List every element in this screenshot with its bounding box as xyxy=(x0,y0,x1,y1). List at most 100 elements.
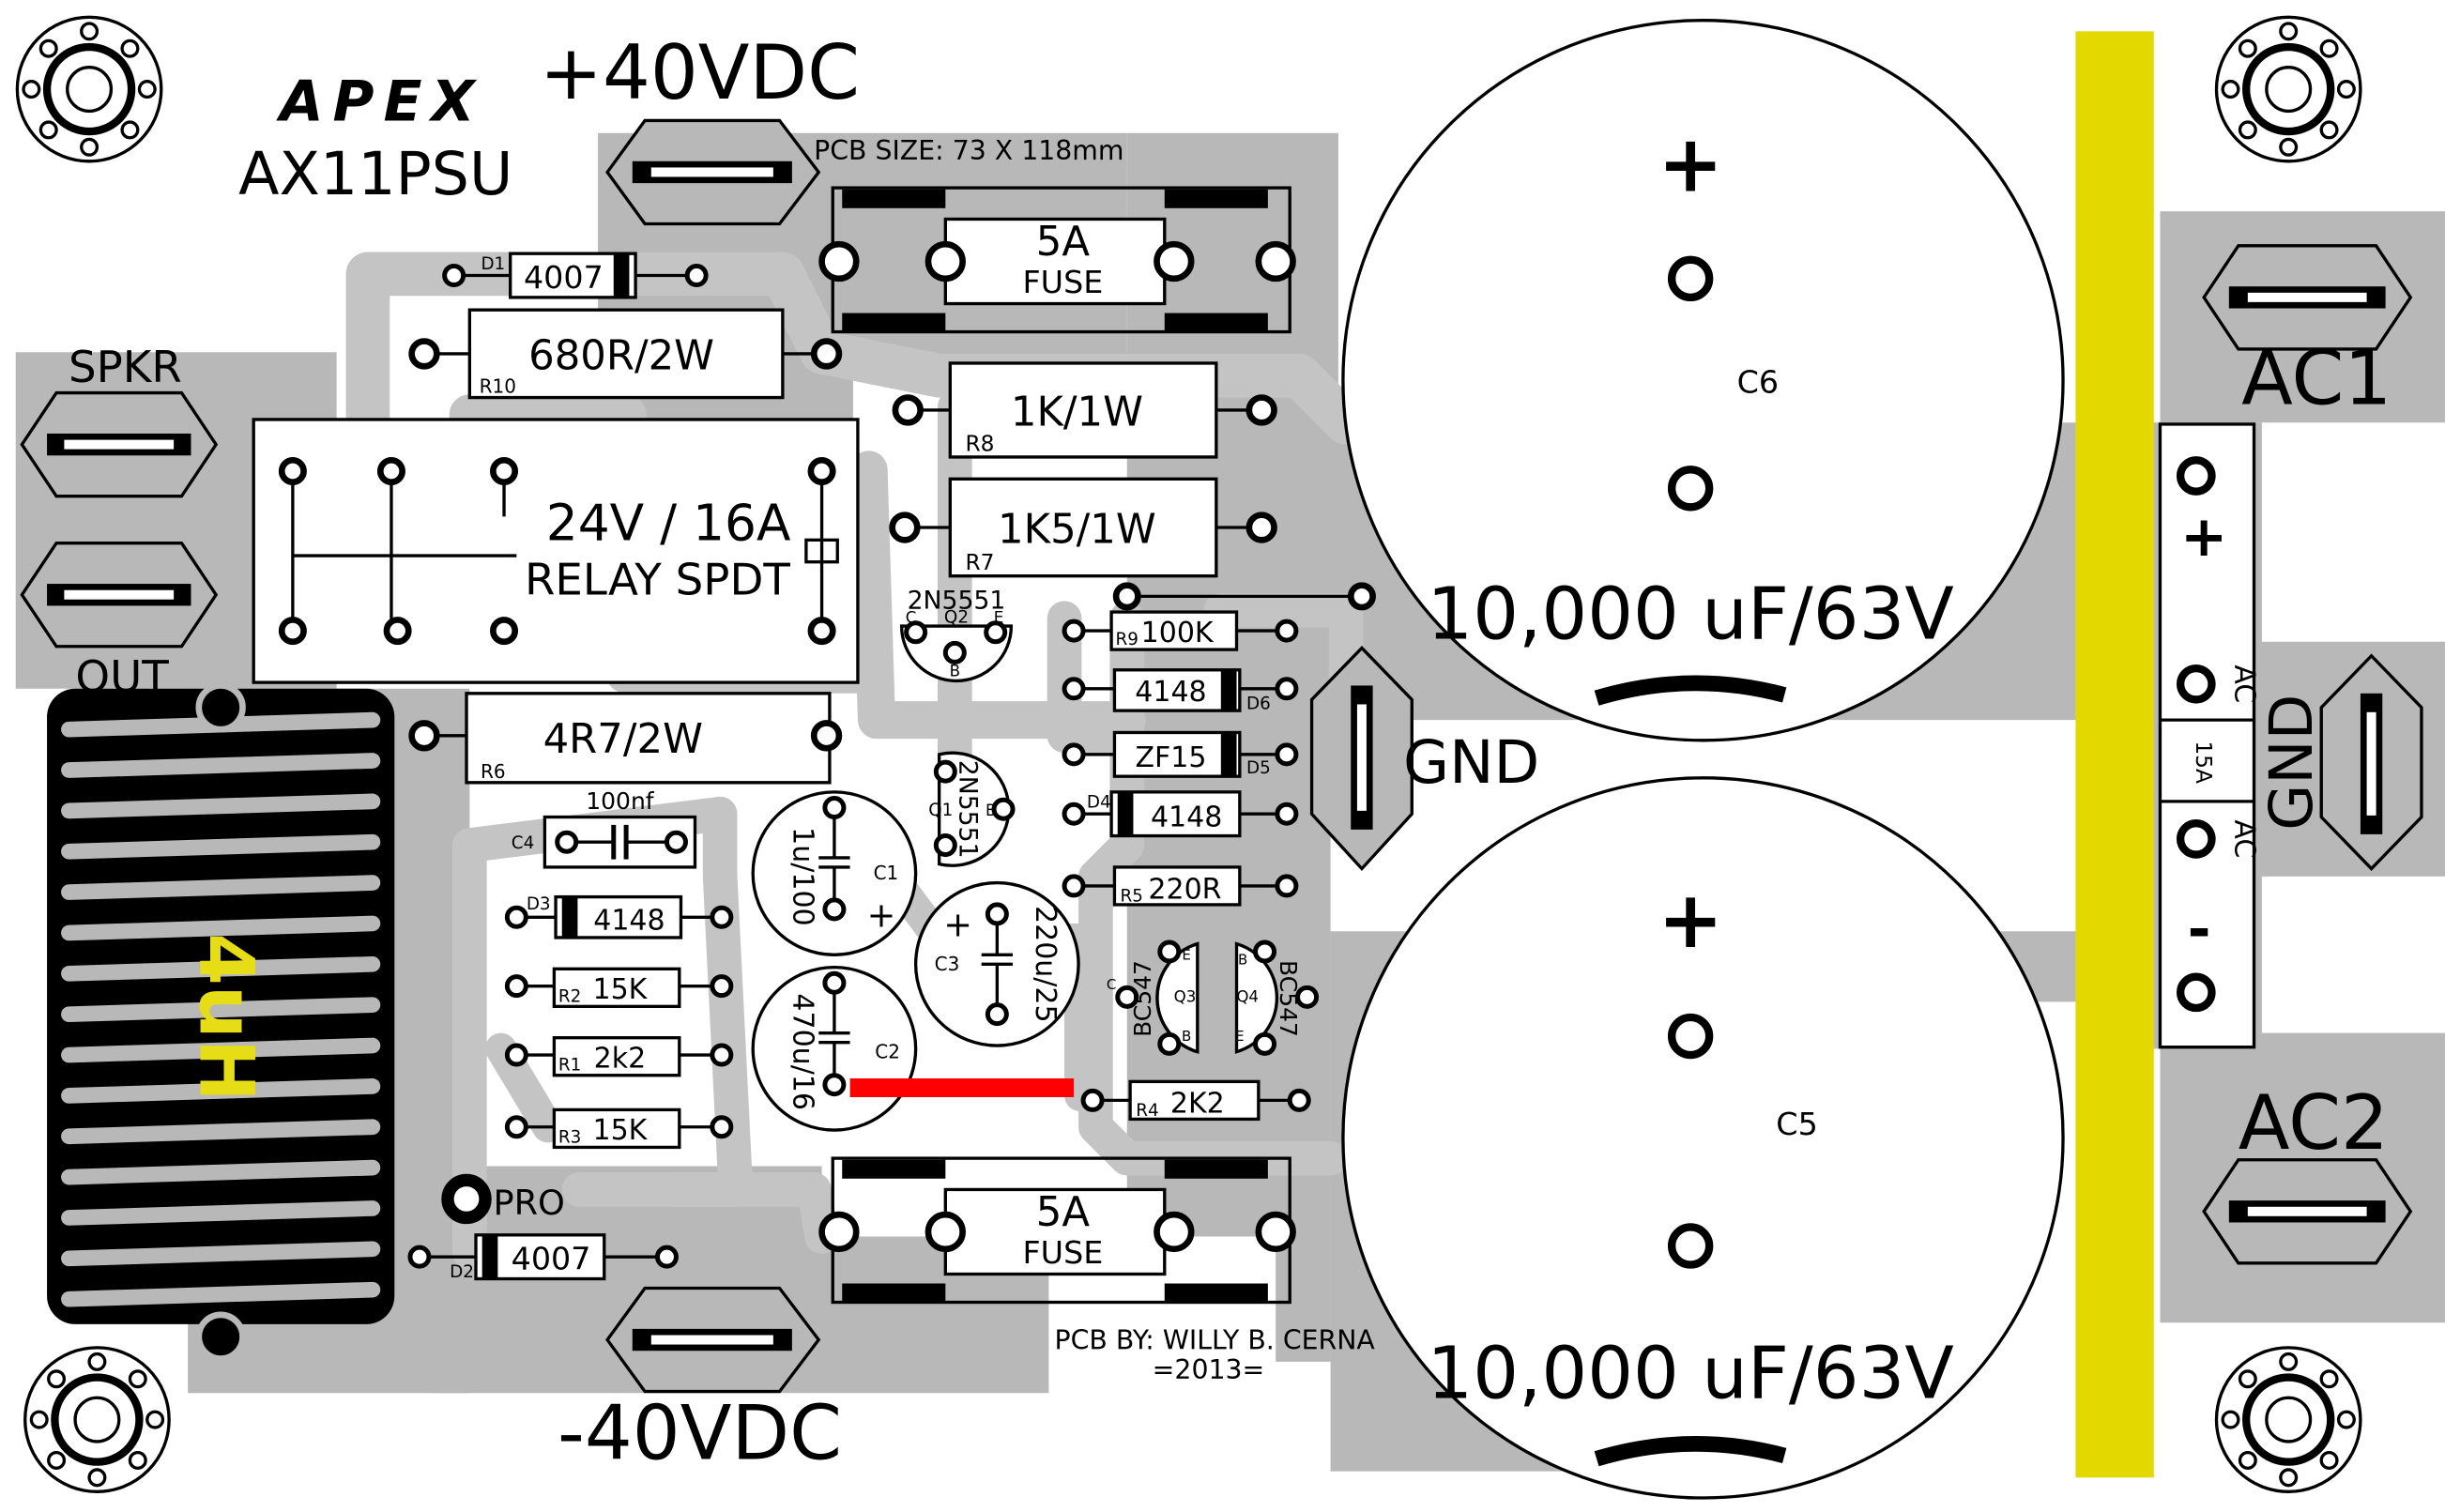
transistor-q4-pin-e: E xyxy=(1235,1028,1244,1045)
resistor-r4: 2K2 R4 xyxy=(1080,1079,1311,1122)
fuse-top: 5A FUSE xyxy=(818,186,1296,334)
designer-credit: PCB BY: WILLY B. CERNA xyxy=(1054,1325,1375,1356)
resistor-r5: 220R R5 xyxy=(1062,865,1299,907)
transistor-q1-pin-b: B xyxy=(986,802,996,819)
terminal-ac2-label: AC2 xyxy=(2239,1079,2389,1167)
resistor-r7-ref: R7 xyxy=(965,549,994,575)
diode-d4-value: 4148 xyxy=(1151,802,1222,834)
terminal-neg40-label: -40VDC xyxy=(558,1389,842,1476)
transistor-q3: BC547 Q3 E C B xyxy=(1107,939,1200,1056)
resistor-r8-value: 1K/1W xyxy=(1011,389,1143,436)
resistor-r9-value: 100K xyxy=(1141,617,1215,649)
pcb-size-label: PCB SIZE: 73 X 118mm xyxy=(814,135,1123,166)
resistor-r9: 100K R9 xyxy=(1062,610,1299,651)
relay-rating: 24V / 16A xyxy=(546,493,791,552)
capacitor-c3-value: 220u/25 xyxy=(1029,906,1062,1023)
bridge-ac-b: AC xyxy=(2228,819,2261,858)
capacitor-c6-plus: + xyxy=(1658,118,1723,209)
mounting-hole-bottom-left xyxy=(23,1346,171,1493)
diode-d6-ref: D6 xyxy=(1246,694,1271,713)
diode-d5-value: ZF15 xyxy=(1135,741,1206,774)
resistor-r2-value: 15K xyxy=(593,973,649,1006)
diode-d6: 4148 D6 xyxy=(1062,668,1299,713)
relay-type: RELAY SPDT xyxy=(525,556,790,606)
terminal-gnd-center-label: GND xyxy=(1403,727,1539,797)
resistor-r2-ref: R2 xyxy=(558,986,581,1006)
terminal-neg40: -40VDC xyxy=(558,1286,842,1476)
resistor-r8-ref: R8 xyxy=(965,430,994,456)
capacitor-c1-value: 1u/100 xyxy=(787,827,819,925)
resistor-r6: 4R7/2W R6 xyxy=(408,692,843,785)
resistor-r4-value: 2K2 xyxy=(1170,1088,1225,1121)
fuse-bottom: 5A FUSE xyxy=(818,1156,1296,1305)
resistor-r1-value: 2k2 xyxy=(594,1042,647,1075)
mounting-hole-top-left xyxy=(15,15,163,163)
terminal-spkr: SPKR xyxy=(20,343,219,498)
terminal-spkr-label: SPKR xyxy=(69,343,182,393)
resistor-r7: 1K5/1W R7 xyxy=(889,477,1277,578)
capacitor-c2-value: 470u/16 xyxy=(787,993,819,1110)
bridge-plus: + xyxy=(2180,504,2227,570)
resistor-r4-ref: R4 xyxy=(1136,1101,1158,1121)
transistor-q1-ref: Q1 xyxy=(928,801,953,820)
brand-model: AX11PSU xyxy=(238,139,512,208)
capacitor-c5-plus: + xyxy=(1658,875,1723,966)
transistor-q2-ref: Q2 xyxy=(944,608,969,628)
terminal-ac2: AC2 xyxy=(2202,1079,2413,1265)
resistor-r2: 15K R2 xyxy=(504,967,734,1008)
pro-pad: PRO xyxy=(441,1173,565,1225)
mounting-holes xyxy=(15,15,2362,1493)
capacitor-c4-ref: C4 xyxy=(512,833,534,853)
resistor-r3-value: 15K xyxy=(593,1114,649,1147)
transistor-q1-value: 2N5551 xyxy=(953,760,982,859)
transistor-q3-pin-e: E xyxy=(1182,946,1190,963)
bridge-ac-a: AC xyxy=(2228,664,2261,703)
transistor-q3-pin-c: C xyxy=(1107,976,1116,993)
mounting-hole-top-right xyxy=(2214,15,2362,163)
capacitor-c3: 220u/25 C3 + xyxy=(913,880,1080,1047)
inductor-value: 4uH xyxy=(182,933,269,1102)
resistor-r10-value: 680R/2W xyxy=(528,333,714,380)
resistor-r6-value: 4R7/2W xyxy=(543,716,703,763)
transistor-q2: 2N5551 Q2 C E B xyxy=(899,587,1014,683)
resistor-r9-ref: R9 xyxy=(1116,630,1138,649)
relay: 24V / 16A RELAY SPDT xyxy=(252,418,860,684)
terminal-ac1-label: AC1 xyxy=(2241,334,2392,421)
capacitor-c2-ref: C2 xyxy=(875,1040,900,1062)
diode-d2: 4007 D2 xyxy=(407,1233,679,1282)
fuse-bottom-rating: 5A xyxy=(1036,1189,1091,1236)
diode-d4: 4148 D4 xyxy=(1062,790,1299,838)
diode-d3: 4148 D3 xyxy=(504,894,734,939)
resistor-r7-value: 1K5/1W xyxy=(998,507,1156,554)
transistor-q3-ref: Q3 xyxy=(1174,987,1197,1005)
resistor-r3-ref: R3 xyxy=(558,1127,581,1147)
resistor-r5-ref: R5 xyxy=(1121,887,1143,907)
capacitor-c4-value: 100nf xyxy=(586,787,655,815)
misc-pads xyxy=(1112,582,1376,611)
bridge-minus: - xyxy=(2188,897,2211,963)
resistor-r3: 15K R3 xyxy=(504,1107,734,1150)
terminal-gnd-center: GND xyxy=(1309,646,1539,872)
terminal-pos40: +40VDC xyxy=(540,29,860,226)
transistor-q2-value: 2N5551 xyxy=(908,587,1006,616)
diode-d4-ref: D4 xyxy=(1087,793,1111,813)
capacitor-c6-value: 10,000 uF/63V xyxy=(1427,573,1953,656)
capacitor-c1: 1u/100 C1 + xyxy=(751,790,918,956)
resistor-r5-value: 220R xyxy=(1148,873,1221,906)
resistor-r10: 680R/2W R10 xyxy=(408,308,843,400)
resistor-r1-ref: R1 xyxy=(558,1056,581,1076)
capacitor-c5: + C5 10,000 uF/63V xyxy=(1341,776,2065,1500)
mounting-hole-bottom-right xyxy=(2214,1346,2362,1493)
resistor-r1: 2k2 R1 xyxy=(504,1036,734,1077)
fuse-top-rating: 5A xyxy=(1036,219,1091,266)
terminal-pos40-label: +40VDC xyxy=(540,29,860,116)
transistor-q4-pin-b: B xyxy=(1238,951,1247,968)
transistor-q3-pin-b: B xyxy=(1182,1028,1191,1045)
brand-logo: APEX xyxy=(276,69,484,134)
transistor-q3-value: BC547 xyxy=(1129,960,1156,1037)
capacitor-c2: 470u/16 C2 xyxy=(751,965,918,1132)
diode-d5: ZF15 D5 xyxy=(1062,730,1299,778)
transistor-q2-pin-b: B xyxy=(950,662,960,680)
terminal-gnd-right-label: GND xyxy=(2256,695,2326,831)
